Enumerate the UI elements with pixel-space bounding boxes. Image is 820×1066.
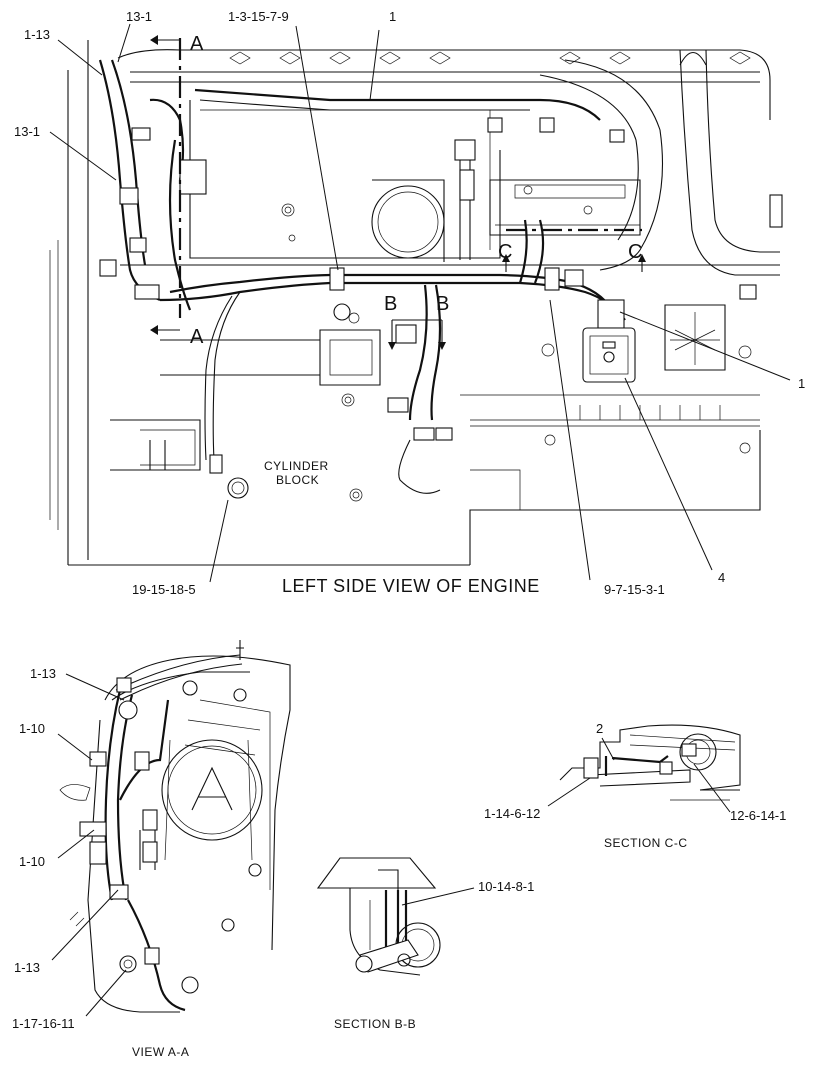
callout-1-3-15-7-9: 1-3-15-7-9 (228, 9, 289, 24)
section-letter-a-bottom: A (190, 326, 204, 348)
view-a-a-title: VIEW A-A (132, 1045, 189, 1059)
callout-1-13-top: 1-13 (24, 27, 50, 42)
view-a-a-callout-1-13-lower: 1-13 (14, 960, 40, 975)
section-letter-b-right: B (436, 293, 449, 315)
section-c-c-callout-2: 2 (596, 721, 603, 736)
callout-1-right: 1 (798, 376, 805, 391)
view-a-a-callout-1-10-lower: 1-10 (19, 854, 45, 869)
main-view-title: LEFT SIDE VIEW OF ENGINE (282, 576, 540, 596)
section-letter-b-left: B (384, 293, 397, 315)
section-c-c-callout-1-14-6-12: 1-14-6-12 (484, 806, 540, 821)
callout-19-15-18-5: 19-15-18-5 (132, 582, 196, 597)
callout-13-1-left: 13-1 (14, 124, 40, 139)
cylinder-block-label-line2: BLOCK (276, 473, 319, 487)
section-c-c-drawing (559, 724, 741, 801)
callout-1-top: 1 (389, 9, 396, 24)
section-letter-c-right: C (628, 241, 642, 263)
view-a-a-drawing (59, 640, 291, 1013)
cylinder-block-label-line1: CYLINDER (264, 459, 329, 473)
section-c-c-callout-12-6-14-1: 12-6-14-1 (730, 808, 786, 823)
section-c-c-title: SECTION C-C (604, 836, 688, 850)
view-a-a-callout-1-10-upper: 1-10 (19, 721, 45, 736)
section-b-b-callout-10-14-8-1: 10-14-8-1 (478, 879, 534, 894)
engine-side-view (49, 35, 783, 566)
callout-9-7-15-3-1: 9-7-15-3-1 (604, 582, 665, 597)
section-b-b-drawing (316, 857, 441, 976)
section-letter-c-left: C (498, 241, 512, 263)
section-letter-a-top: A (190, 33, 204, 55)
callout-13-1-top: 13-1 (126, 9, 152, 24)
view-a-a-callout-1-17-16-11: 1-17-16-11 (12, 1016, 75, 1031)
section-b-b-title: SECTION B-B (334, 1017, 416, 1031)
callout-4: 4 (718, 570, 725, 585)
view-a-a-callout-1-13-upper: 1-13 (30, 666, 56, 681)
